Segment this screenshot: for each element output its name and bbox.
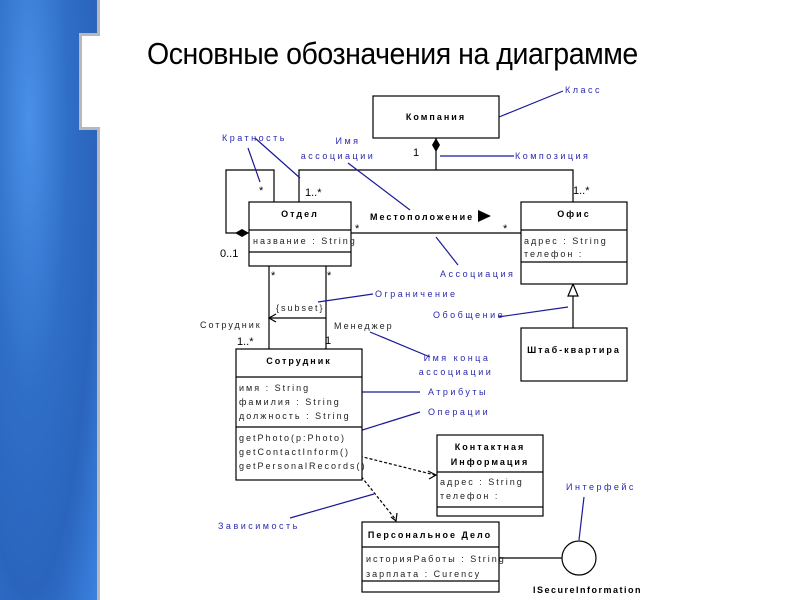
- composition-diamond: [432, 138, 440, 152]
- attribute: зарплата : Curency: [366, 569, 481, 579]
- annotation-constraint: Ограничение: [375, 289, 458, 299]
- dept-employee-lines: [268, 266, 327, 349]
- class-name: Отдел: [281, 209, 319, 219]
- multiplicity: *: [259, 185, 264, 197]
- attribute: фамилия : String: [239, 397, 341, 407]
- slide-title: Основные обозначения на диаграмме: [147, 36, 638, 71]
- multiplicity: 1: [413, 147, 419, 159]
- annotations: Класс Композиция Кратность Имя ассоциаци…: [218, 85, 636, 531]
- class-company[interactable]: Компания: [372, 95, 500, 139]
- annotation-class: Класс: [565, 85, 602, 95]
- association-name: Местоположение: [370, 212, 474, 222]
- multiplicity: *: [271, 270, 276, 282]
- attribute: должность : String: [239, 411, 351, 421]
- self-association-line: [225, 169, 275, 234]
- class-employee[interactable]: Сотрудник имя : String фамилия : String …: [235, 348, 367, 481]
- multiplicity: *: [503, 223, 508, 235]
- annotation-generalization: Обобщение: [433, 310, 505, 320]
- annotation-composition: Композиция: [515, 151, 590, 161]
- interface-circle: [561, 540, 597, 576]
- class-headquarters[interactable]: Штаб-квартира: [520, 327, 628, 382]
- annotation-assoc-name: ассоциации: [301, 151, 376, 161]
- attribute: название : String: [253, 236, 357, 246]
- operation: getContactInform(): [239, 447, 350, 457]
- open-arrowhead: [267, 313, 277, 323]
- annotation-interface: Интерфейс: [566, 482, 636, 492]
- annotation-attributes: Атрибуты: [428, 387, 488, 397]
- attribute: адрес : String: [524, 236, 608, 246]
- class-name: Персональное Дело: [368, 530, 492, 540]
- self-composition-diamond: [235, 229, 249, 237]
- class-name: Штаб-квартира: [527, 345, 621, 355]
- side-border: [97, 0, 100, 600]
- generalization-triangle: [567, 282, 579, 297]
- attribute: имя : String: [239, 383, 310, 393]
- constraint-label: {subset}: [276, 303, 325, 313]
- multiplicity: 1..*: [237, 336, 254, 348]
- annotation-end-name: ассоциации: [419, 367, 494, 377]
- role-label: Сотрудник: [200, 320, 262, 330]
- side-notch: [79, 33, 100, 130]
- attribute: телефон :: [440, 491, 499, 501]
- connectors: [225, 138, 597, 576]
- class-name-line2: Информация: [451, 457, 529, 467]
- interface-name: ISecureInformation: [533, 585, 642, 595]
- class-personal-record[interactable]: Персональное Дело историяРаботы : String…: [361, 521, 506, 593]
- annotation-multiplicity: Кратность: [222, 133, 287, 143]
- attribute: адрес : String: [440, 477, 524, 487]
- multiplicity: 0..1: [220, 248, 238, 260]
- class-office[interactable]: Офис адрес : String телефон :: [520, 201, 628, 285]
- operation: getPhoto(p:Photo): [239, 433, 346, 443]
- class-name: Компания: [406, 112, 466, 122]
- multiplicity: 1..*: [305, 187, 322, 199]
- annotation-assoc-name: Имя: [335, 136, 360, 146]
- diagram-labels: 1 * 1..* 1..* 0..1 * * * * 1..* 1 Местоп…: [200, 147, 590, 348]
- dependency-line-contact: [354, 454, 436, 476]
- attribute: телефон :: [524, 249, 583, 259]
- annotation-lines: [247, 90, 585, 541]
- class-name: Офис: [557, 209, 590, 219]
- multiplicity: *: [327, 270, 332, 282]
- class-department[interactable]: Отдел название : String: [248, 201, 357, 267]
- multiplicity: 1: [325, 335, 331, 347]
- dependency-arrow-contact: [427, 470, 438, 480]
- multiplicity: *: [355, 223, 360, 235]
- direction-triangle: [478, 210, 491, 222]
- annotation-end-name: Имя конца: [424, 353, 491, 363]
- annotation-dependency: Зависимость: [218, 521, 300, 531]
- operation: getPersonalRecords(): [239, 461, 367, 471]
- class-contact-info[interactable]: Контактная Информация адрес : String тел…: [436, 434, 544, 517]
- role-label: Менеджер: [334, 321, 394, 331]
- multiplicity: 1..*: [573, 185, 590, 197]
- annotation-association: Ассоциация: [440, 269, 515, 279]
- class-name-line1: Контактная: [455, 442, 525, 452]
- dependency-arrow-record: [390, 512, 398, 523]
- class-name: Сотрудник: [266, 356, 332, 366]
- annotation-operations: Операции: [428, 407, 490, 417]
- attribute: историяРаботы : String: [366, 554, 506, 564]
